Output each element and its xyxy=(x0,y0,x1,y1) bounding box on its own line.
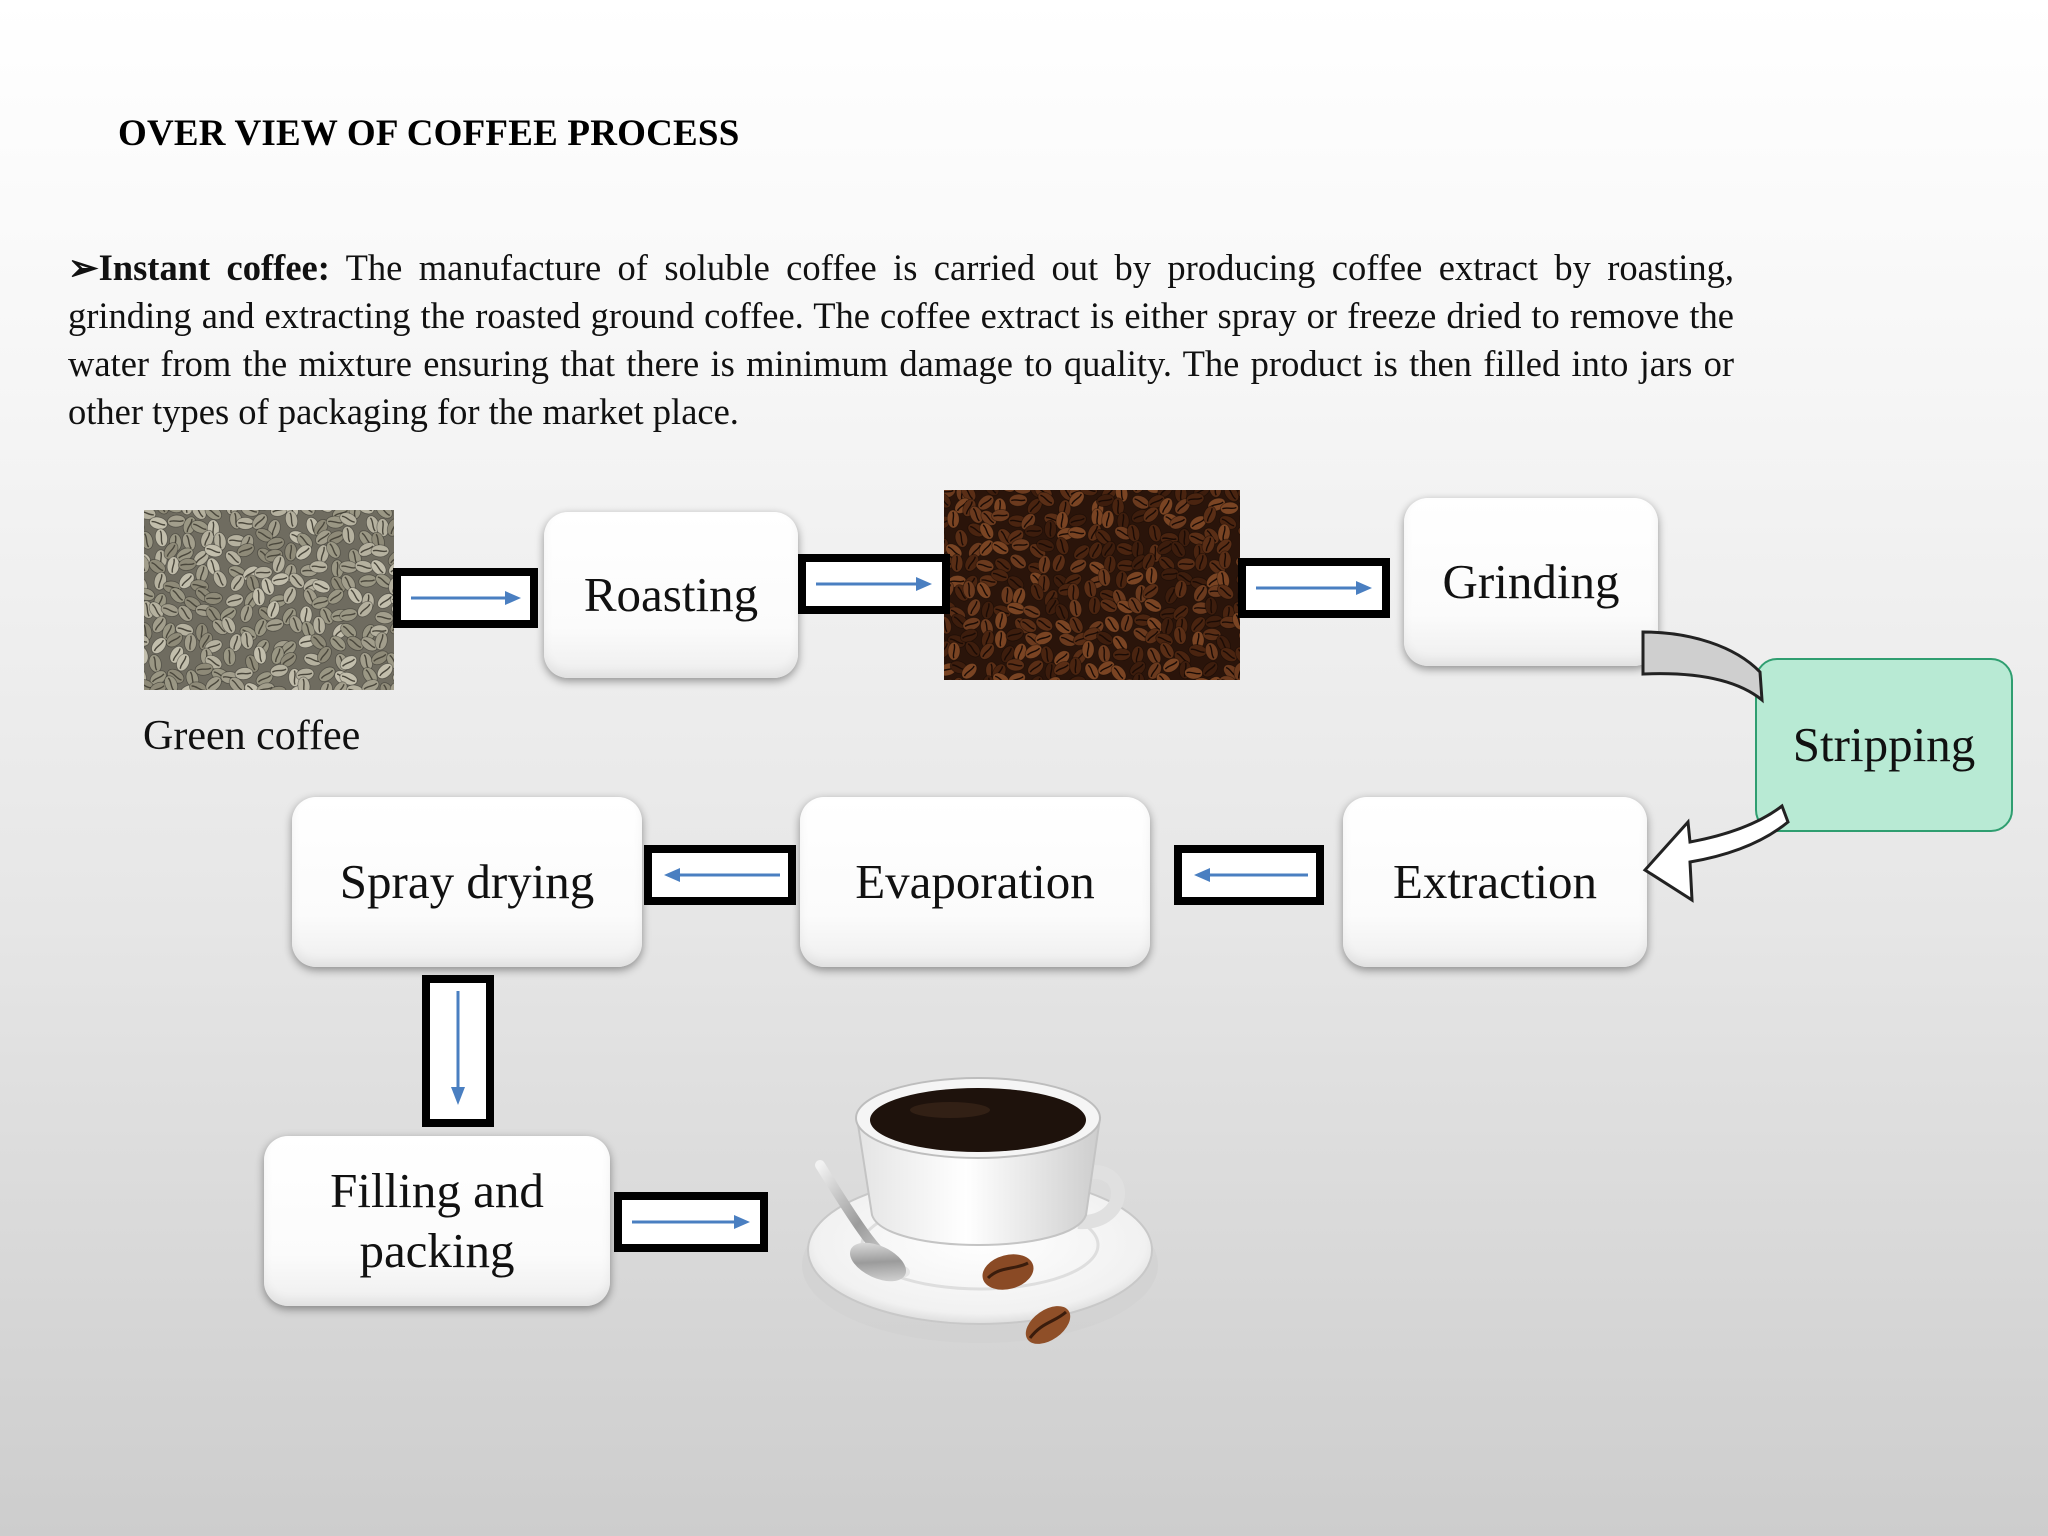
connector-green-to-roasting xyxy=(393,568,538,628)
connector-evaporation-to-spray xyxy=(644,845,796,905)
step-evaporation: Evaporation xyxy=(800,797,1150,967)
green-coffee-image xyxy=(144,510,394,690)
connector-spray-to-filling xyxy=(422,975,494,1127)
green-coffee-caption: Green coffee xyxy=(143,712,360,760)
intro-lead: Instant coffee: xyxy=(99,247,330,288)
step-roasting: Roasting xyxy=(544,512,798,678)
step-grinding: Grinding xyxy=(1404,498,1658,666)
curved-arrow-grinding-to-stripping xyxy=(1643,632,1762,700)
step-stripping: Stripping xyxy=(1755,658,2013,832)
step-spray-drying-label: Spray drying xyxy=(340,852,595,912)
bullet-arrow-icon: ➢ xyxy=(68,247,99,288)
roasted-coffee-image xyxy=(944,490,1240,680)
step-roasting-label: Roasting xyxy=(584,565,758,625)
intro-paragraph: ➢Instant coffee: The manufacture of solu… xyxy=(68,244,1734,436)
step-stripping-label: Stripping xyxy=(1793,715,1975,775)
connector-extraction-to-evaporation xyxy=(1174,845,1324,905)
connector-roasting-to-roasted xyxy=(798,554,950,614)
step-filling-label-line1: Filling and xyxy=(330,1161,544,1221)
step-spray-drying: Spray drying xyxy=(292,797,642,967)
step-grinding-label: Grinding xyxy=(1443,552,1620,612)
step-extraction-label: Extraction xyxy=(1393,852,1597,912)
step-filling-packing: Filling and packing xyxy=(264,1136,610,1306)
connector-roasted-to-grinding xyxy=(1238,558,1390,618)
connector-filling-to-cup xyxy=(614,1192,768,1252)
step-extraction: Extraction xyxy=(1343,797,1647,967)
slide-title: OVER VIEW OF COFFEE PROCESS xyxy=(118,112,739,155)
step-filling-label-line2: packing xyxy=(359,1221,514,1281)
step-evaporation-label: Evaporation xyxy=(855,852,1094,912)
